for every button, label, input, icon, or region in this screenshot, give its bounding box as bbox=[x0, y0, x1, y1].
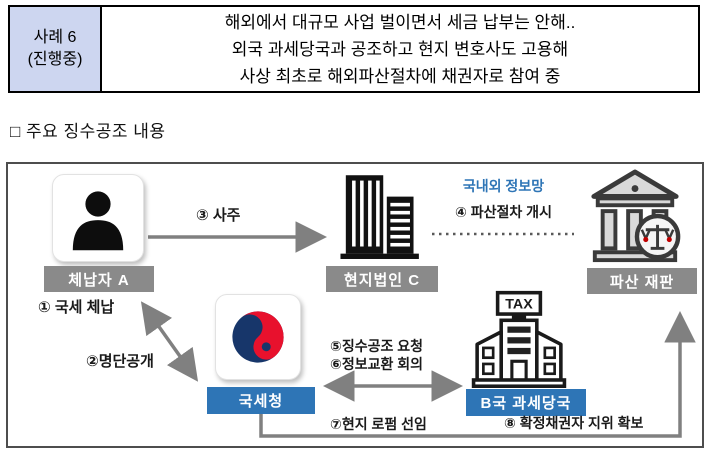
node-local-corp: 현지법인 C bbox=[326, 266, 438, 292]
annotation-step7: ⑦현지 로펌 선임 bbox=[330, 416, 427, 432]
case-number-cell: 사례 6 (진행중) bbox=[10, 7, 102, 91]
annotation-step8: ⑧ 확정채권자 지위 확보 bbox=[504, 415, 644, 431]
case-number: 사례 6 bbox=[33, 29, 77, 46]
nts-taegeuk-icon bbox=[232, 311, 284, 363]
annotation-step2: ②명단공개 bbox=[86, 353, 154, 370]
tax-office-icon: TAX bbox=[471, 290, 567, 388]
person-icon bbox=[72, 191, 124, 251]
annotation-step4: ④ 파산절차 개시 bbox=[455, 204, 552, 220]
node-nts: 국세청 bbox=[207, 387, 315, 414]
courthouse-icon bbox=[591, 169, 681, 263]
node-bankruptcy-court: 파산 재판 bbox=[587, 268, 697, 294]
node-delinquent: 체납자 A bbox=[44, 266, 154, 292]
case-summary-table: 사례 6 (진행중) 해외에서 대규모 사업 벌이면서 세금 납부는 안해.. … bbox=[8, 5, 700, 93]
case-line-2: 외국 과세당국과 공조하고 현지 변호사도 고용해 bbox=[231, 39, 569, 59]
tax-sign-text: TAX bbox=[505, 297, 533, 313]
delinquent-card bbox=[52, 174, 144, 262]
collection-cooperation-diagram: 체납자 A 현지법인 C 파산 재판 bbox=[6, 162, 704, 448]
section-heading: □ 주요 징수공조 내용 bbox=[10, 122, 166, 141]
annotation-step1: ① 국세 체납 bbox=[38, 299, 115, 316]
case-line-1: 해외에서 대규모 사업 벌이면서 세금 납부는 안해.. bbox=[224, 12, 576, 32]
annotation-step6: ⑥정보교환 회의 bbox=[330, 356, 424, 372]
case-description-cell: 해외에서 대규모 사업 벌이면서 세금 납부는 안해.. 외국 과세당국과 공조… bbox=[102, 7, 698, 91]
corporation-buildings-icon bbox=[340, 175, 419, 259]
annotation-info-network: 국내외 정보망 bbox=[462, 178, 545, 194]
annotation-step5: ⑤징수공조 요청 bbox=[330, 338, 424, 354]
node-foreign-tax-authority: B국 과세당국 bbox=[466, 389, 586, 416]
annotation-step3: ③ 사주 bbox=[196, 207, 241, 224]
case-line-3: 사상 최초로 해외파산절차에 채권자로 참여 중 bbox=[239, 66, 561, 86]
case-status: (진행중) bbox=[27, 51, 83, 68]
nts-logo-card bbox=[215, 294, 301, 380]
